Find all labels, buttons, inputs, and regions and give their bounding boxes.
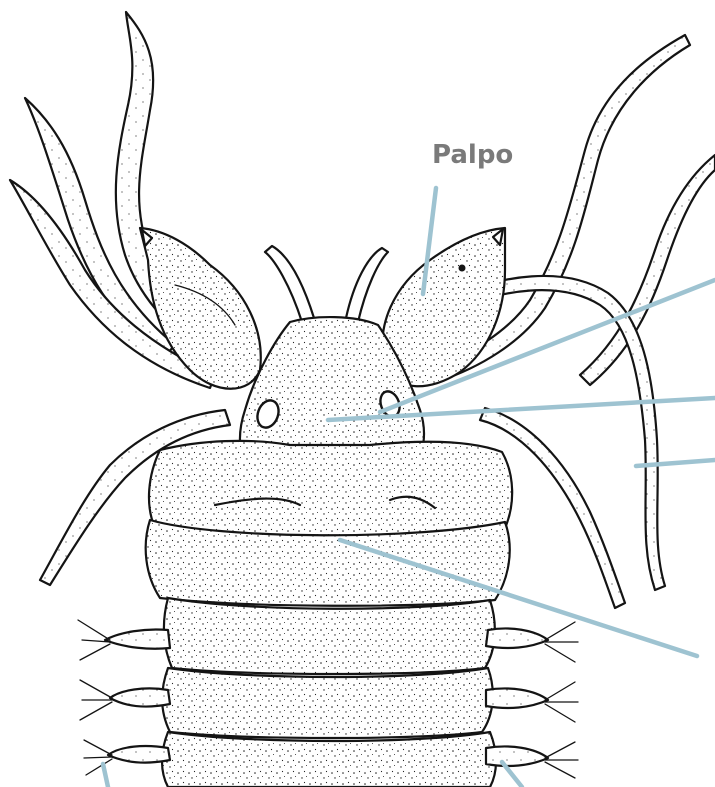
antennae: [265, 246, 388, 322]
body-segments: [146, 520, 510, 787]
palpo-label: Palpo: [432, 140, 513, 170]
pointer-parapodium-left: [103, 764, 108, 787]
peristomium: [149, 441, 512, 540]
